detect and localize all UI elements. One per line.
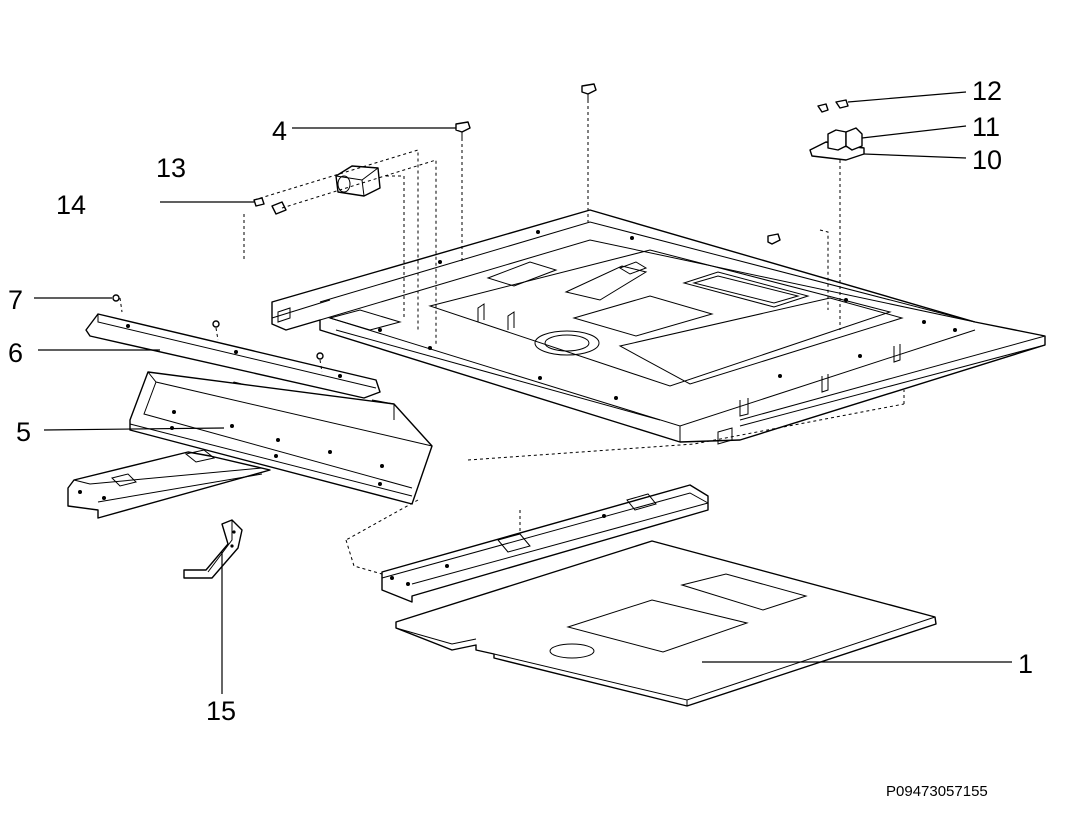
part-11-block (827, 127, 863, 151)
part-12-screws (817, 99, 849, 113)
part-base-plate (395, 540, 937, 707)
part-13-switch (335, 165, 381, 197)
callout-11: 11 (972, 112, 1000, 142)
part-14-screws (253, 197, 287, 215)
callout-12: 12 (972, 76, 1002, 106)
assembly-dashed-lines (119, 100, 905, 575)
callout-labels: 1 4 5 6 7 10 11 12 13 14 15 (8, 76, 1033, 726)
leader-lines (34, 91, 1012, 694)
callout-4: 4 (272, 116, 287, 146)
callout-13: 13 (156, 153, 186, 183)
document-id: P09473057155 (886, 783, 988, 800)
callout-1: 1 (1018, 649, 1033, 679)
screw-top-center (581, 83, 597, 100)
callout-15: 15 (206, 696, 236, 726)
callout-5: 5 (16, 417, 31, 447)
part-7-screws (112, 294, 324, 360)
part-5-channel (129, 371, 433, 505)
part-rear-crossbar (67, 449, 271, 519)
screw-right (767, 233, 781, 245)
callout-14: 14 (56, 190, 86, 220)
part-15-clip (183, 519, 243, 579)
part-6-bracket (85, 313, 381, 399)
callout-7: 7 (8, 285, 23, 315)
part-4-screw (455, 121, 471, 138)
callout-10: 10 (972, 145, 1002, 175)
callout-6: 6 (8, 338, 23, 368)
part-front-crossbar (381, 484, 709, 603)
